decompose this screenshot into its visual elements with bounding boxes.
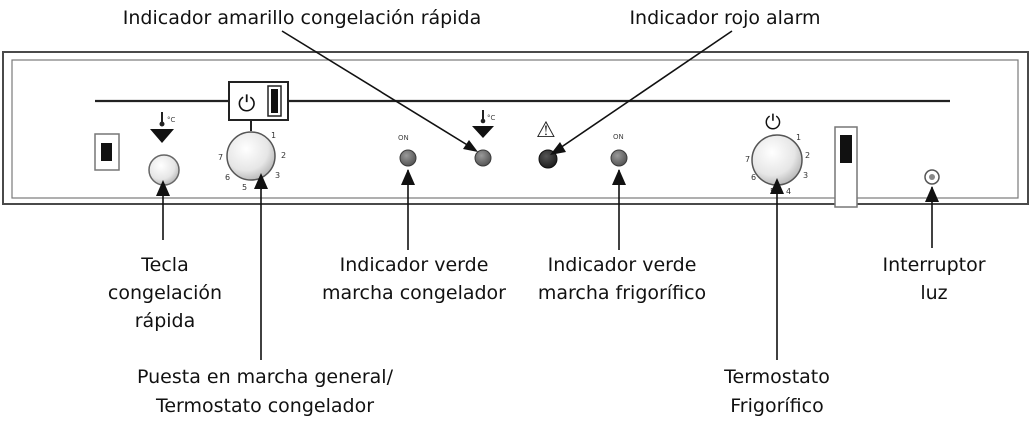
on-label-fridge: ON	[613, 133, 624, 141]
label-green-fridge-line2: marcha frigorífico	[538, 282, 706, 304]
power-icon: ⏻	[765, 110, 781, 134]
label-green-fridge-line1: Indicador verde	[548, 254, 697, 276]
label-green-freezer-line1: Indicador verde	[340, 254, 489, 276]
svg-text:°C: °C	[167, 116, 176, 124]
thermometer-snowflake-icon: °C	[472, 110, 496, 138]
power-icon: ⏻	[238, 92, 255, 117]
svg-text:3: 3	[803, 171, 808, 180]
label-light-switch-line2: luz	[920, 282, 947, 304]
label-quick-freeze-line2: congelación	[108, 282, 222, 304]
svg-text:7: 7	[218, 153, 223, 162]
svg-text:6: 6	[225, 173, 230, 182]
label-red-indicator: Indicador rojo alarm	[629, 7, 820, 29]
label-fridge-thermostat-line2: Frigorífico	[730, 395, 823, 417]
svg-text:2: 2	[281, 151, 286, 160]
svg-text:2: 2	[805, 151, 810, 160]
quick-freeze-key[interactable]	[148, 154, 180, 186]
svg-text:5: 5	[242, 183, 247, 192]
label-main-switch-line2: Termostato congelador	[155, 395, 374, 417]
fridge-thermostat-dial[interactable]	[751, 134, 803, 186]
freezer-thermostat-dial[interactable]	[226, 120, 276, 181]
label-yellow-indicator: Indicador amarillo congelación rápida	[123, 7, 481, 29]
green-fridge-indicator	[610, 149, 628, 167]
warning-triangle-icon: ⚠	[536, 118, 556, 143]
label-quick-freeze-line1: Tecla	[140, 254, 188, 276]
svg-text:6: 6	[751, 173, 756, 182]
power-switch-box[interactable]: ⏻	[228, 81, 289, 121]
svg-text:1: 1	[271, 131, 276, 140]
yellow-quick-freeze-indicator	[474, 149, 492, 167]
thermometer-snowflake-icon: °C	[150, 112, 176, 143]
label-main-switch-line1: Puesta en marcha general/	[137, 366, 394, 388]
left-rocker-indicator	[94, 133, 120, 171]
light-bulb-icon[interactable]	[924, 169, 940, 185]
svg-text:1: 1	[796, 133, 801, 142]
svg-text:°C: °C	[487, 114, 496, 122]
svg-text:3: 3	[275, 171, 280, 180]
label-light-switch-line1: Interruptor	[882, 254, 985, 276]
on-label-freezer: ON	[398, 134, 409, 142]
arrowheads	[156, 140, 939, 202]
svg-text:4: 4	[786, 187, 791, 196]
right-rocker-indicator	[834, 126, 858, 208]
green-freezer-indicator	[399, 149, 417, 167]
label-quick-freeze-line3: rápida	[135, 310, 196, 332]
label-green-freezer-line2: marcha congelador	[322, 282, 506, 304]
label-fridge-thermostat-line1: Termostato	[723, 366, 830, 388]
svg-text:7: 7	[745, 155, 750, 164]
